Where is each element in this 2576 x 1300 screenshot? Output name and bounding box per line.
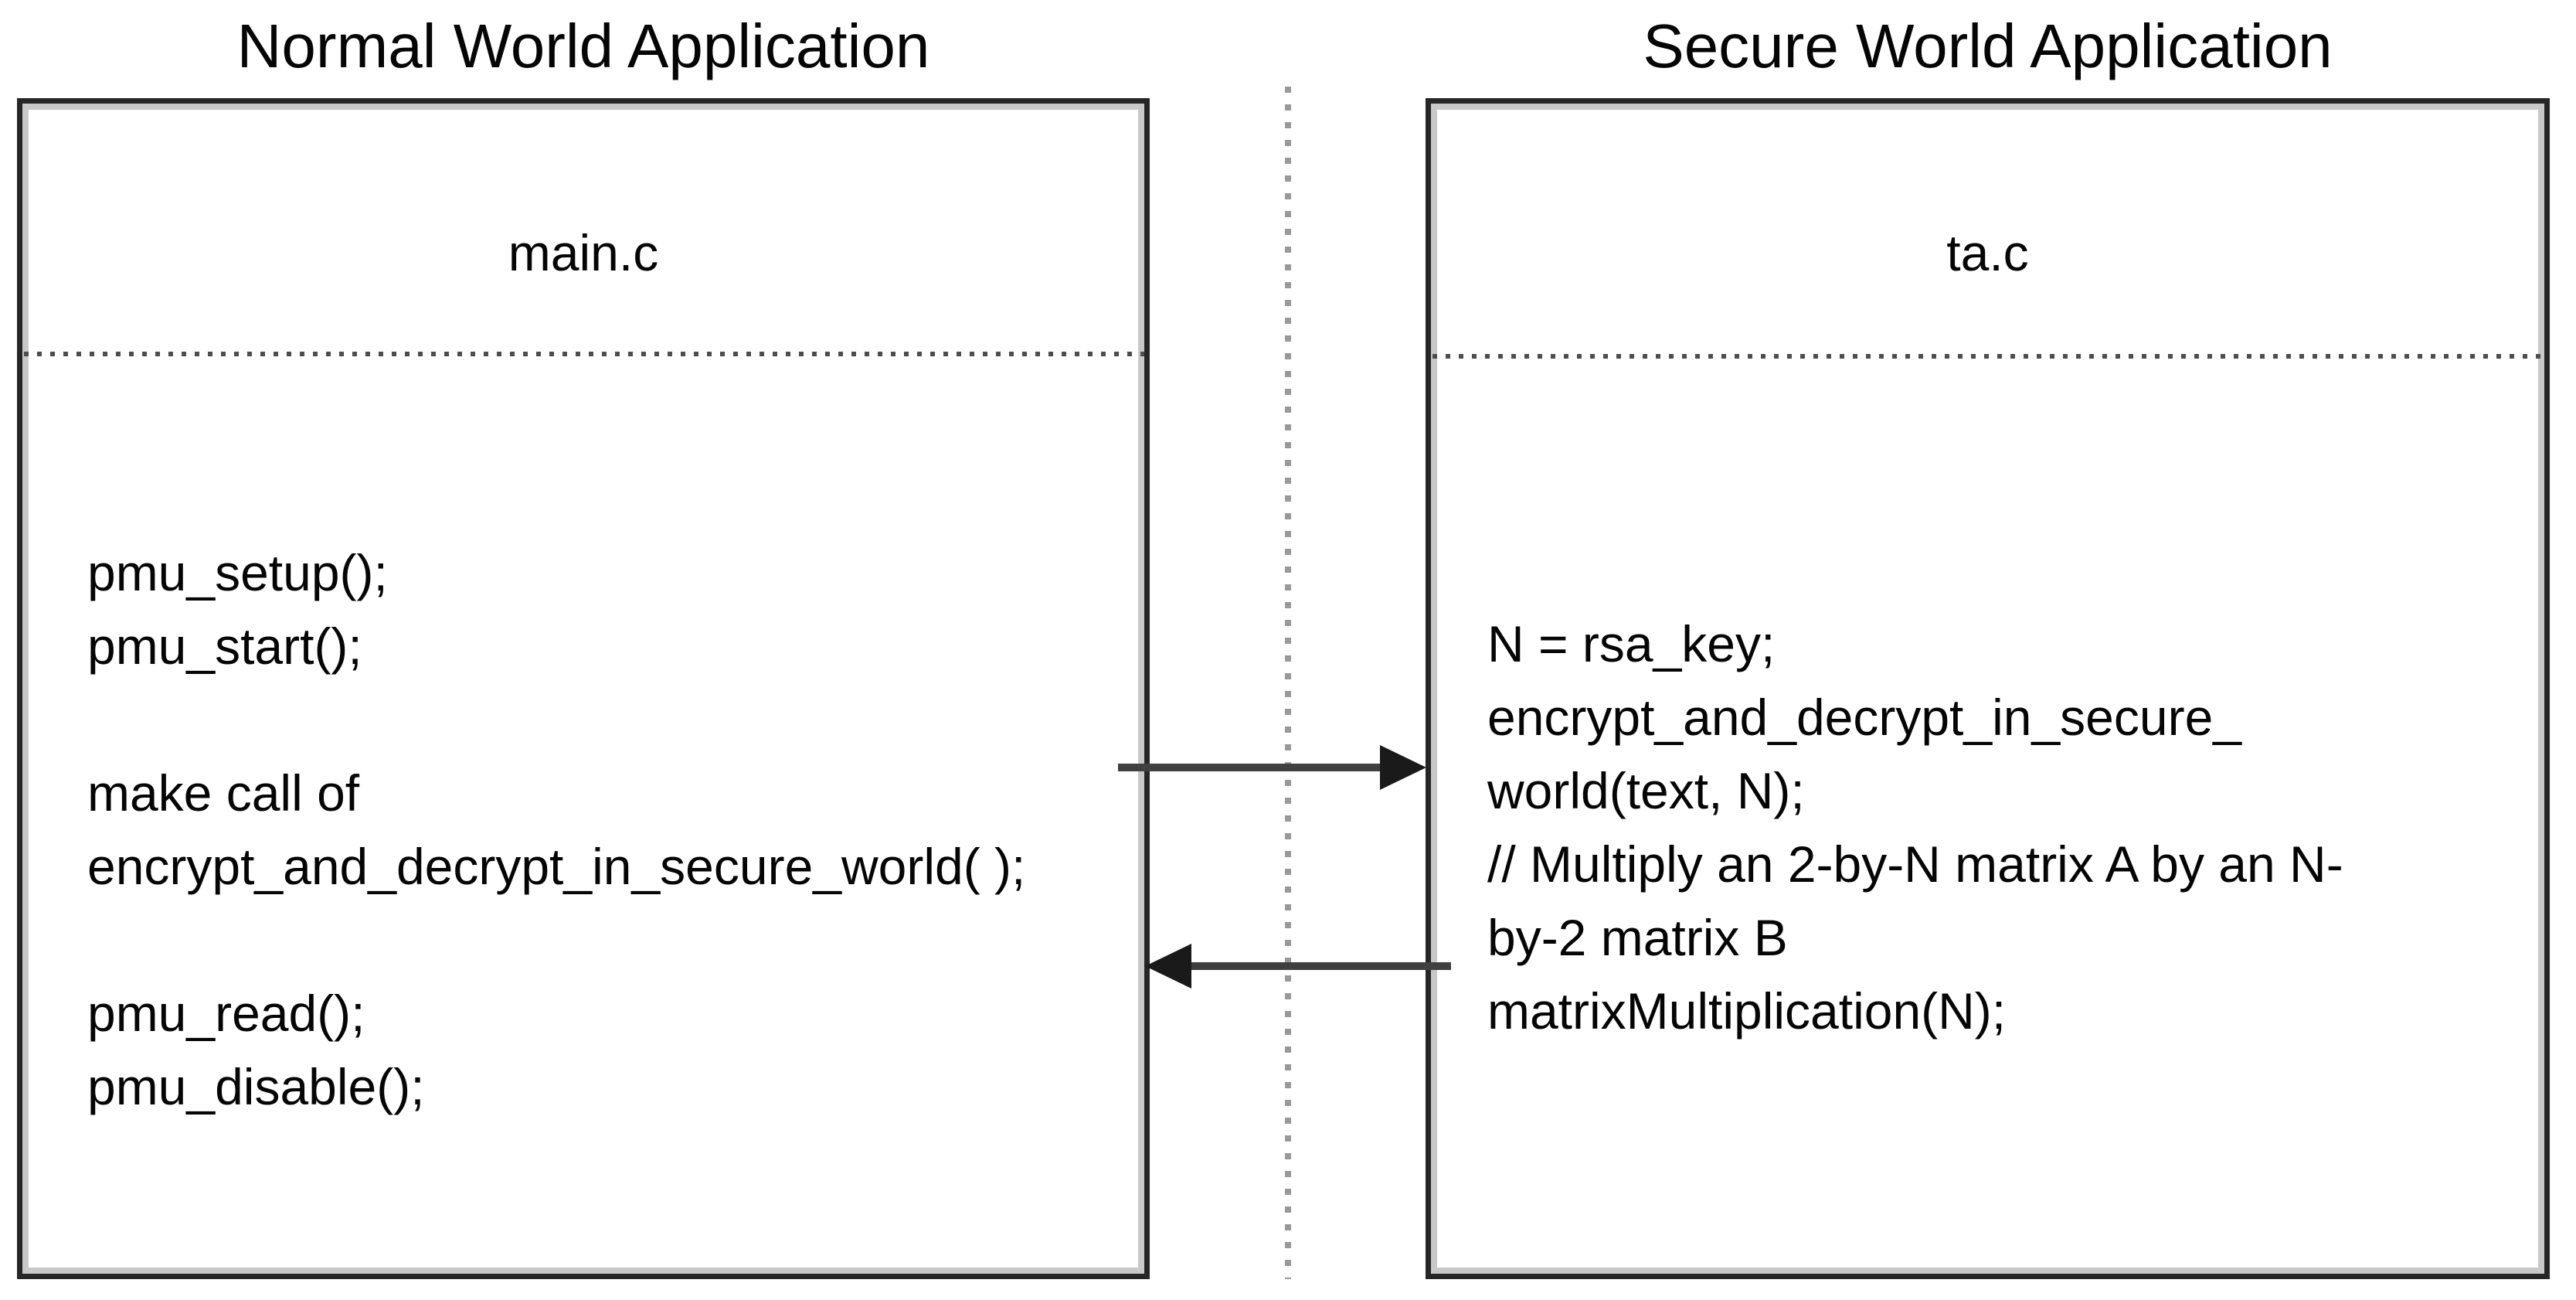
right-code-block: N = rsa_key; encrypt_and_decrypt_in_secu… [1487,607,2343,1048]
code-line: make call of [87,764,360,822]
code-line [87,683,1025,757]
secure-world-title: Secure World Application [1643,12,2333,80]
code-line: pmu_disable(); [87,1058,425,1115]
code-line: N = rsa_key; [1487,615,1776,672]
code-line: pmu_read(); [87,985,365,1042]
return-arrow [1145,944,1451,989]
call-arrow-head-icon [1380,745,1426,790]
code-line: world(text, N); [1487,762,1805,819]
code-line: by-2 matrix B [1487,909,1788,966]
code-line: encrypt_and_decrypt_in_secure_ [1487,689,2241,746]
code-line [87,904,1025,977]
code-line: pmu_start(); [87,618,362,675]
normal-world-title: Normal World Application [236,12,930,80]
left-code-block: pmu_setup(); pmu_start(); make call of e… [87,536,1025,1124]
code-line: encrypt_and_decrypt_in_secure_world( ); [87,838,1026,895]
right-file-label: ta.c [1946,224,2029,281]
code-line: // Multiply an 2-by-N matrix A by an N- [1487,835,2343,893]
code-line: pmu_setup(); [87,544,388,601]
call-arrow [1118,745,1426,790]
code-line: matrixMultiplication(N); [1487,982,2007,1040]
normal-world-box: main.c pmu_setup(); pmu_start(); make ca… [17,98,1150,1279]
left-file-label: main.c [508,224,659,281]
return-arrow-head-icon [1145,944,1191,989]
secure-world-box: ta.c N = rsa_key; encrypt_and_decrypt_in… [1426,98,2550,1279]
